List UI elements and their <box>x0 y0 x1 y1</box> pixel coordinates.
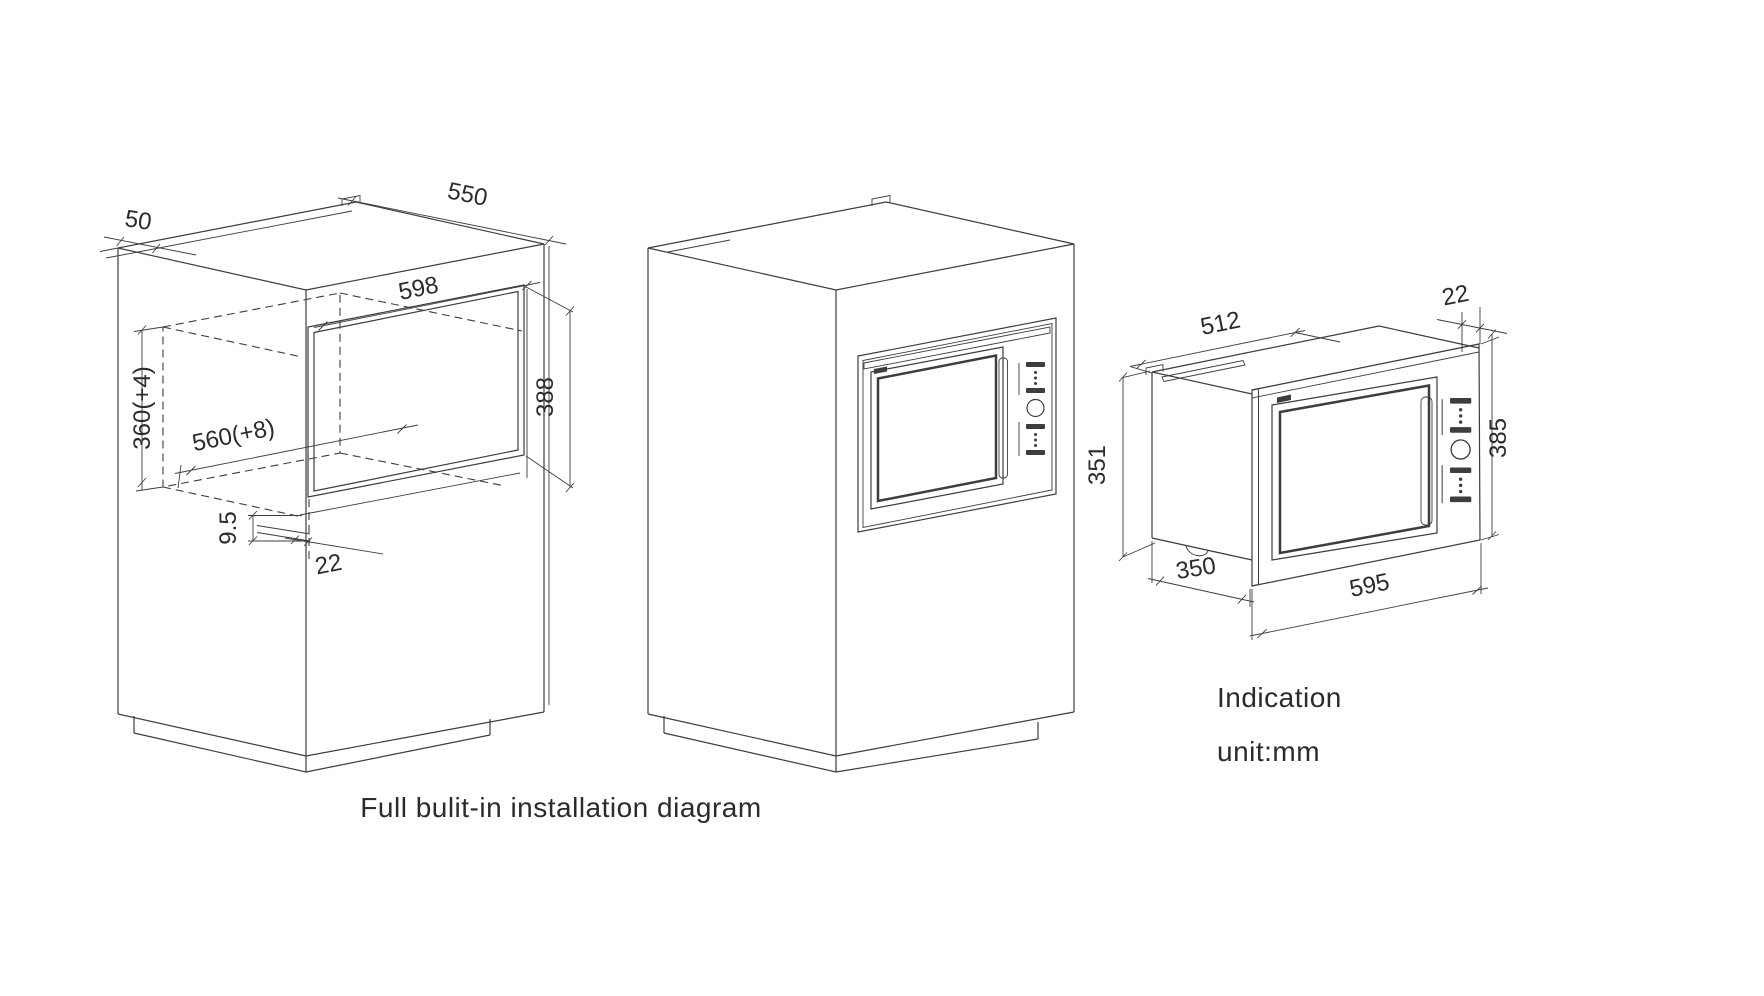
dim-label-body-width: 512 <box>1198 306 1243 340</box>
dim-label-niche-height: 360(+4) <box>129 366 156 449</box>
dim-label-opening-height: 388 <box>532 377 559 417</box>
door-handle <box>1420 396 1433 526</box>
niche-depth-lines <box>162 292 523 560</box>
dim-label-frame-width: 595 <box>1347 568 1392 602</box>
dim-cabinet-depth-550: 550 <box>337 177 567 246</box>
dim-label-cabinet-depth: 550 <box>445 177 490 211</box>
dim-label-frame-clearance: 22 <box>1440 280 1472 312</box>
body-foot <box>1185 545 1209 557</box>
dim-label-opening-width: 598 <box>396 271 441 305</box>
dim-body-depth-350: 350 <box>1147 541 1255 607</box>
dim-label-body-height: 351 <box>1084 445 1111 485</box>
microwave-frame-outer <box>857 317 1057 533</box>
opening-inner-frame <box>313 290 519 492</box>
microwave-unit-drawing: 512 22 385 351 350 595 <box>1084 280 1512 640</box>
cabinet-plinth <box>133 716 491 773</box>
vent-grille-strip-top <box>1251 343 1480 399</box>
dim-label-frame-height: 385 <box>1485 418 1512 458</box>
display-strip <box>1277 394 1291 403</box>
body-side <box>1151 372 1253 561</box>
dim-body-height-351: 351 <box>1084 370 1156 562</box>
body-top-face <box>1151 325 1480 395</box>
dim-bottom-rail-22: 22 <box>284 535 384 581</box>
door-window <box>1278 384 1431 555</box>
door-handle <box>998 357 1008 479</box>
vent-grille-strip-side <box>1251 388 1259 587</box>
indication-note-line1: Indication <box>1217 682 1342 713</box>
vent-grille-strip <box>863 326 1051 370</box>
dim-label-top-clearance: 50 <box>123 205 154 236</box>
cabinet-back-tab <box>341 194 361 206</box>
niche-floor-line <box>299 472 521 516</box>
niche-hidden-outline <box>162 292 523 560</box>
dim-niche-height-360: 360(+4) <box>129 325 164 492</box>
control-panel <box>1441 397 1472 504</box>
microwave-door <box>870 346 1004 510</box>
dim-top-clearance-50: 50 <box>103 205 197 256</box>
diagram-caption: Full bulit-in installation diagram <box>360 792 761 823</box>
dim-opening-height-388: 388 <box>525 286 575 493</box>
empty-cabinet-drawing: 50 550 598 388 360(+4) 560(+8) 9.5 22 <box>99 177 575 773</box>
cabinet-plinth <box>663 716 1039 773</box>
dim-label-body-depth: 350 <box>1174 552 1218 585</box>
dim-bottom-gap-9-5: 9.5 <box>215 510 310 546</box>
frame-plate-outer <box>1251 343 1481 587</box>
dim-label-bottom-rail: 22 <box>313 549 344 581</box>
dim-label-niche-width: 560(+8) <box>190 414 277 457</box>
dim-opening-width-598: 598 <box>313 271 541 478</box>
microwave-door <box>1271 376 1438 561</box>
control-panel <box>1018 361 1046 457</box>
dim-frame-height-385: 385 <box>1480 329 1512 541</box>
cutout-opening <box>256 284 525 542</box>
display-strip <box>874 366 887 374</box>
indication-note-line2: unit:mm <box>1217 736 1320 767</box>
cabinet-outline <box>117 201 545 757</box>
dim-label-bottom-gap: 9.5 <box>215 511 242 544</box>
cabinet-back-tab <box>871 194 891 206</box>
dim-frame-clearance-22: 22 <box>1436 280 1508 352</box>
top-vent-slot <box>1161 359 1246 383</box>
opening-outer-frame <box>307 284 525 498</box>
cabinet-top-edge-band <box>667 239 731 253</box>
microwave-frame-inner <box>862 322 1053 529</box>
door-window <box>876 353 998 503</box>
cabinet-top-edge-band <box>99 210 353 259</box>
cabinet-outline <box>647 201 1075 757</box>
installed-cabinet-drawing <box>647 194 1075 773</box>
bottom-rail <box>256 525 311 542</box>
installed-microwave <box>857 317 1057 533</box>
